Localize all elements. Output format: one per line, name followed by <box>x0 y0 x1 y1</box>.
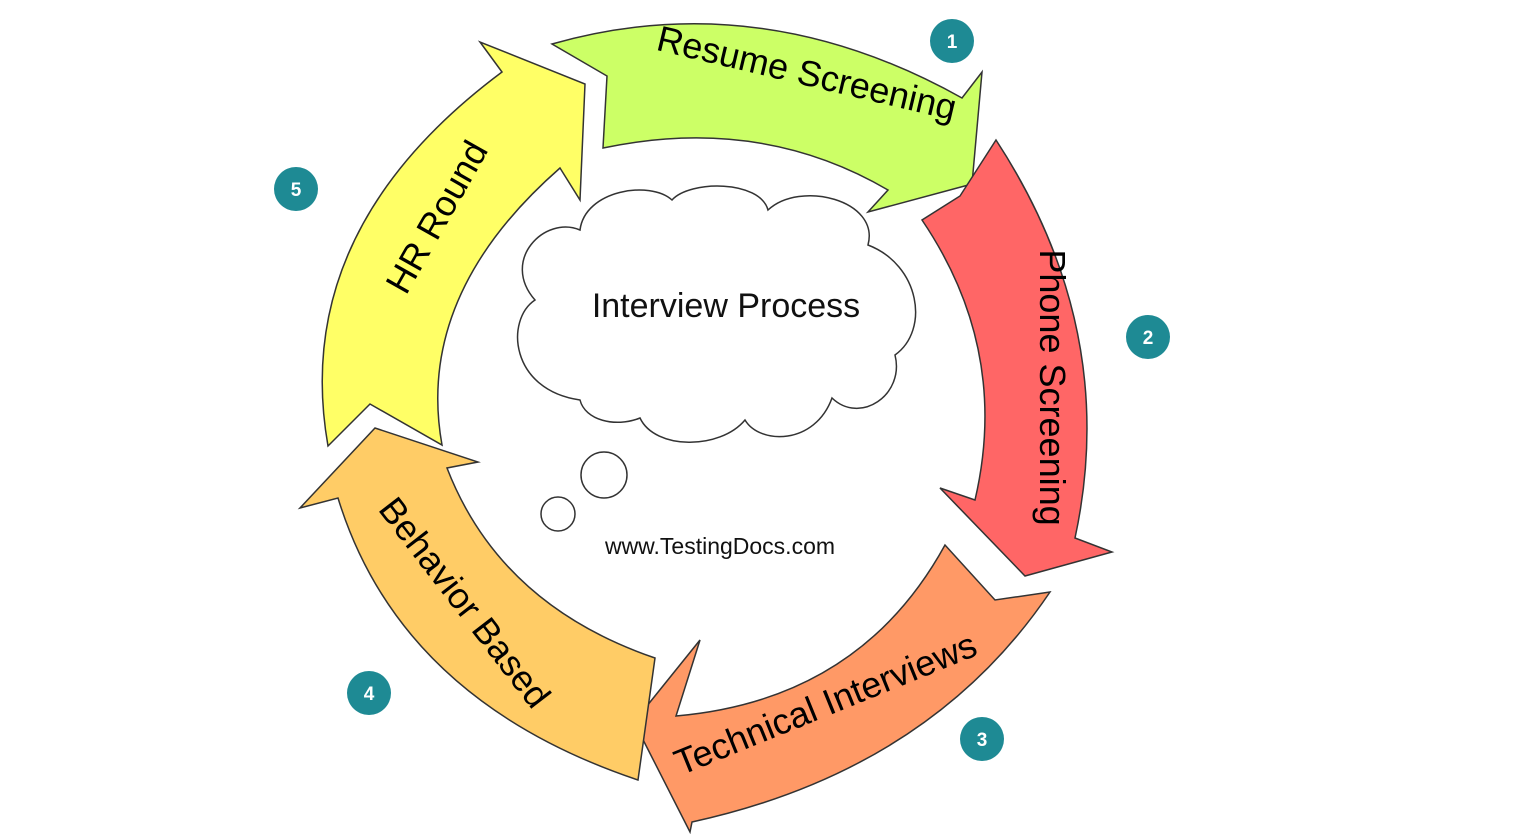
step-badge-5-circle <box>274 167 318 211</box>
step-badge-2-circle <box>1126 315 1170 359</box>
step-badge-3-number: 3 <box>977 730 988 751</box>
thought-bubble-small <box>540 496 576 532</box>
step-badge-1: 1 <box>930 19 974 63</box>
step-badge-3: 3 <box>960 717 1004 761</box>
step-badge-2: 2 <box>1126 315 1170 359</box>
step-badge-1-circle <box>930 19 974 63</box>
step-badge-5: 5 <box>274 167 318 211</box>
stage-3-arrow <box>633 543 1052 834</box>
stage-4-arrow <box>297 427 656 781</box>
step-badge-1-number: 1 <box>947 32 958 53</box>
step-badge-3-circle <box>960 717 1004 761</box>
step-badge-4-number: 4 <box>364 684 375 705</box>
step-badge-4: 4 <box>347 671 391 715</box>
stage-2-label: Phone Screening <box>1032 249 1073 525</box>
cloud-shape <box>516 185 917 443</box>
thought-bubble-large <box>580 451 628 499</box>
stage-1-arrow <box>550 23 983 214</box>
website-url: www.TestingDocs.com <box>604 533 835 559</box>
stage-2-label-text: Phone Screening <box>1032 249 1073 525</box>
stage-5-arrow <box>321 40 586 448</box>
thought-cloud <box>516 185 917 532</box>
step-badge-5-number: 5 <box>291 180 302 201</box>
diagram-title: Interview Process <box>592 287 860 325</box>
step-badge-2-number: 2 <box>1143 328 1154 349</box>
stage-2-arrow <box>920 138 1115 577</box>
step-badge-4-circle <box>347 671 391 715</box>
